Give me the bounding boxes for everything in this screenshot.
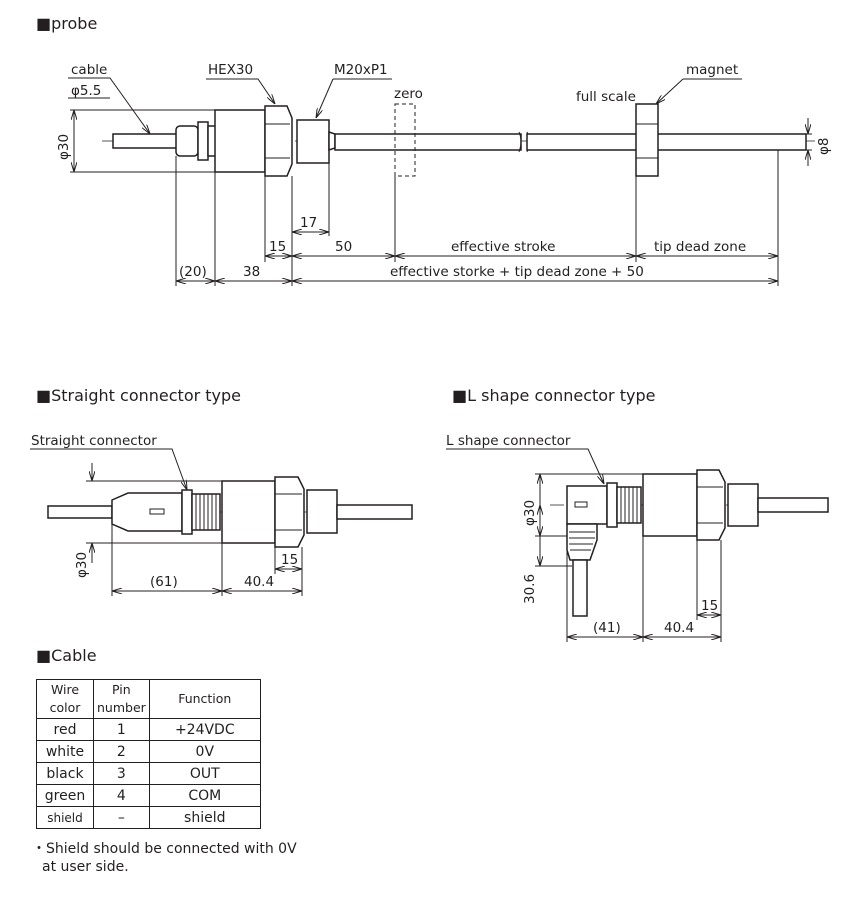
zero-label: zero — [394, 86, 423, 102]
cable-diameter-label: φ5.5 — [71, 83, 101, 99]
probe-cable — [112, 133, 180, 149]
magnet — [635, 103, 659, 177]
section-straight-title: ■Straight connector type — [36, 386, 241, 405]
thread-m20 — [296, 119, 330, 164]
function: +24VDC — [148, 718, 261, 741]
straight-connector-drawing: Straight connector φ30 15 (61) 40.4 — [30, 433, 413, 596]
section-cable-title: ■Cable — [36, 646, 97, 665]
straight-connector — [111, 492, 183, 532]
lshape-dim-41: (41) — [593, 620, 621, 636]
dim-tip-dead-zone: tip dead zone — [654, 239, 746, 255]
straight-dim-40-4: 40.4 — [244, 574, 274, 590]
lshape-dim-40-4: 40.4 — [664, 620, 694, 636]
table-header-row: Wire color Pin number Function — [36, 679, 261, 719]
straight-dim-61: (61) — [150, 574, 178, 590]
header-wire-color: Wire color — [36, 679, 94, 719]
dim-17: 17 — [300, 215, 317, 231]
lshape-dim-30-6: 30.6 — [522, 574, 538, 604]
pin-number: 2 — [93, 740, 150, 763]
lshape-connector-drawing: L shape connector φ30 30.6 15 (41) 40.4 — [446, 433, 829, 642]
lshape-body — [642, 473, 698, 537]
wire-color: green — [36, 784, 94, 807]
straight-connector-label: Straight connector — [31, 433, 157, 449]
function: COM — [148, 784, 261, 807]
probe-drawing: cable φ5.5 HEX30 M20xP1 zero full scale … — [56, 62, 832, 286]
cable-gland — [175, 125, 199, 157]
pin-number: 1 — [93, 718, 150, 741]
knurled-ring — [191, 493, 221, 531]
wire-color: white — [36, 740, 94, 763]
lshape-connector-label: L shape connector — [446, 433, 571, 449]
wire-color: black — [36, 762, 94, 785]
section-lshape-title: ■L shape connector type — [452, 386, 655, 405]
probe-rod — [334, 133, 522, 151]
wire-color: shield — [36, 806, 94, 829]
pin-number: 3 — [93, 762, 150, 785]
dim-20: (20) — [179, 264, 207, 280]
shield-note-line1: ・Shield should be connected with 0V — [32, 841, 297, 857]
function: OUT — [148, 762, 261, 785]
straight-dim-15: 15 — [281, 552, 298, 568]
hex-label: HEX30 — [208, 62, 253, 78]
header-pin-number: Pin number — [93, 679, 150, 719]
diameter-30-label: φ30 — [56, 134, 72, 160]
shield-note-line2: at user side. — [42, 859, 129, 875]
probe-body — [214, 109, 266, 173]
dim-38: 38 — [243, 264, 260, 280]
section-probe-title: ■probe — [36, 14, 97, 33]
cable-label: cable — [71, 62, 107, 78]
wire-color: red — [36, 718, 94, 741]
dim-50: 50 — [335, 239, 352, 255]
dim-total-length: effective storke + tip dead zone + 50 — [390, 264, 644, 280]
dim-15: 15 — [269, 239, 286, 255]
function: 0V — [148, 740, 261, 763]
straight-diameter-30: φ30 — [74, 552, 90, 578]
straight-body — [221, 480, 276, 544]
full-scale-label: full scale — [576, 89, 636, 105]
magnet-label: magnet — [686, 62, 738, 78]
table-row: shield–shield — [36, 806, 261, 829]
pin-number: 4 — [93, 784, 150, 807]
hex-nut — [264, 105, 293, 177]
pin-number: – — [93, 806, 150, 829]
dim-effective-stroke: effective stroke — [451, 239, 555, 255]
diameter-8-label: φ8 — [816, 138, 832, 156]
header-function: Function — [148, 679, 261, 719]
function: shield — [148, 806, 261, 829]
zero-position-magnet — [394, 103, 416, 177]
lshape-diameter-30: φ30 — [522, 500, 538, 526]
thread-label: M20xP1 — [334, 62, 388, 78]
lshape-dim-15: 15 — [701, 598, 718, 614]
